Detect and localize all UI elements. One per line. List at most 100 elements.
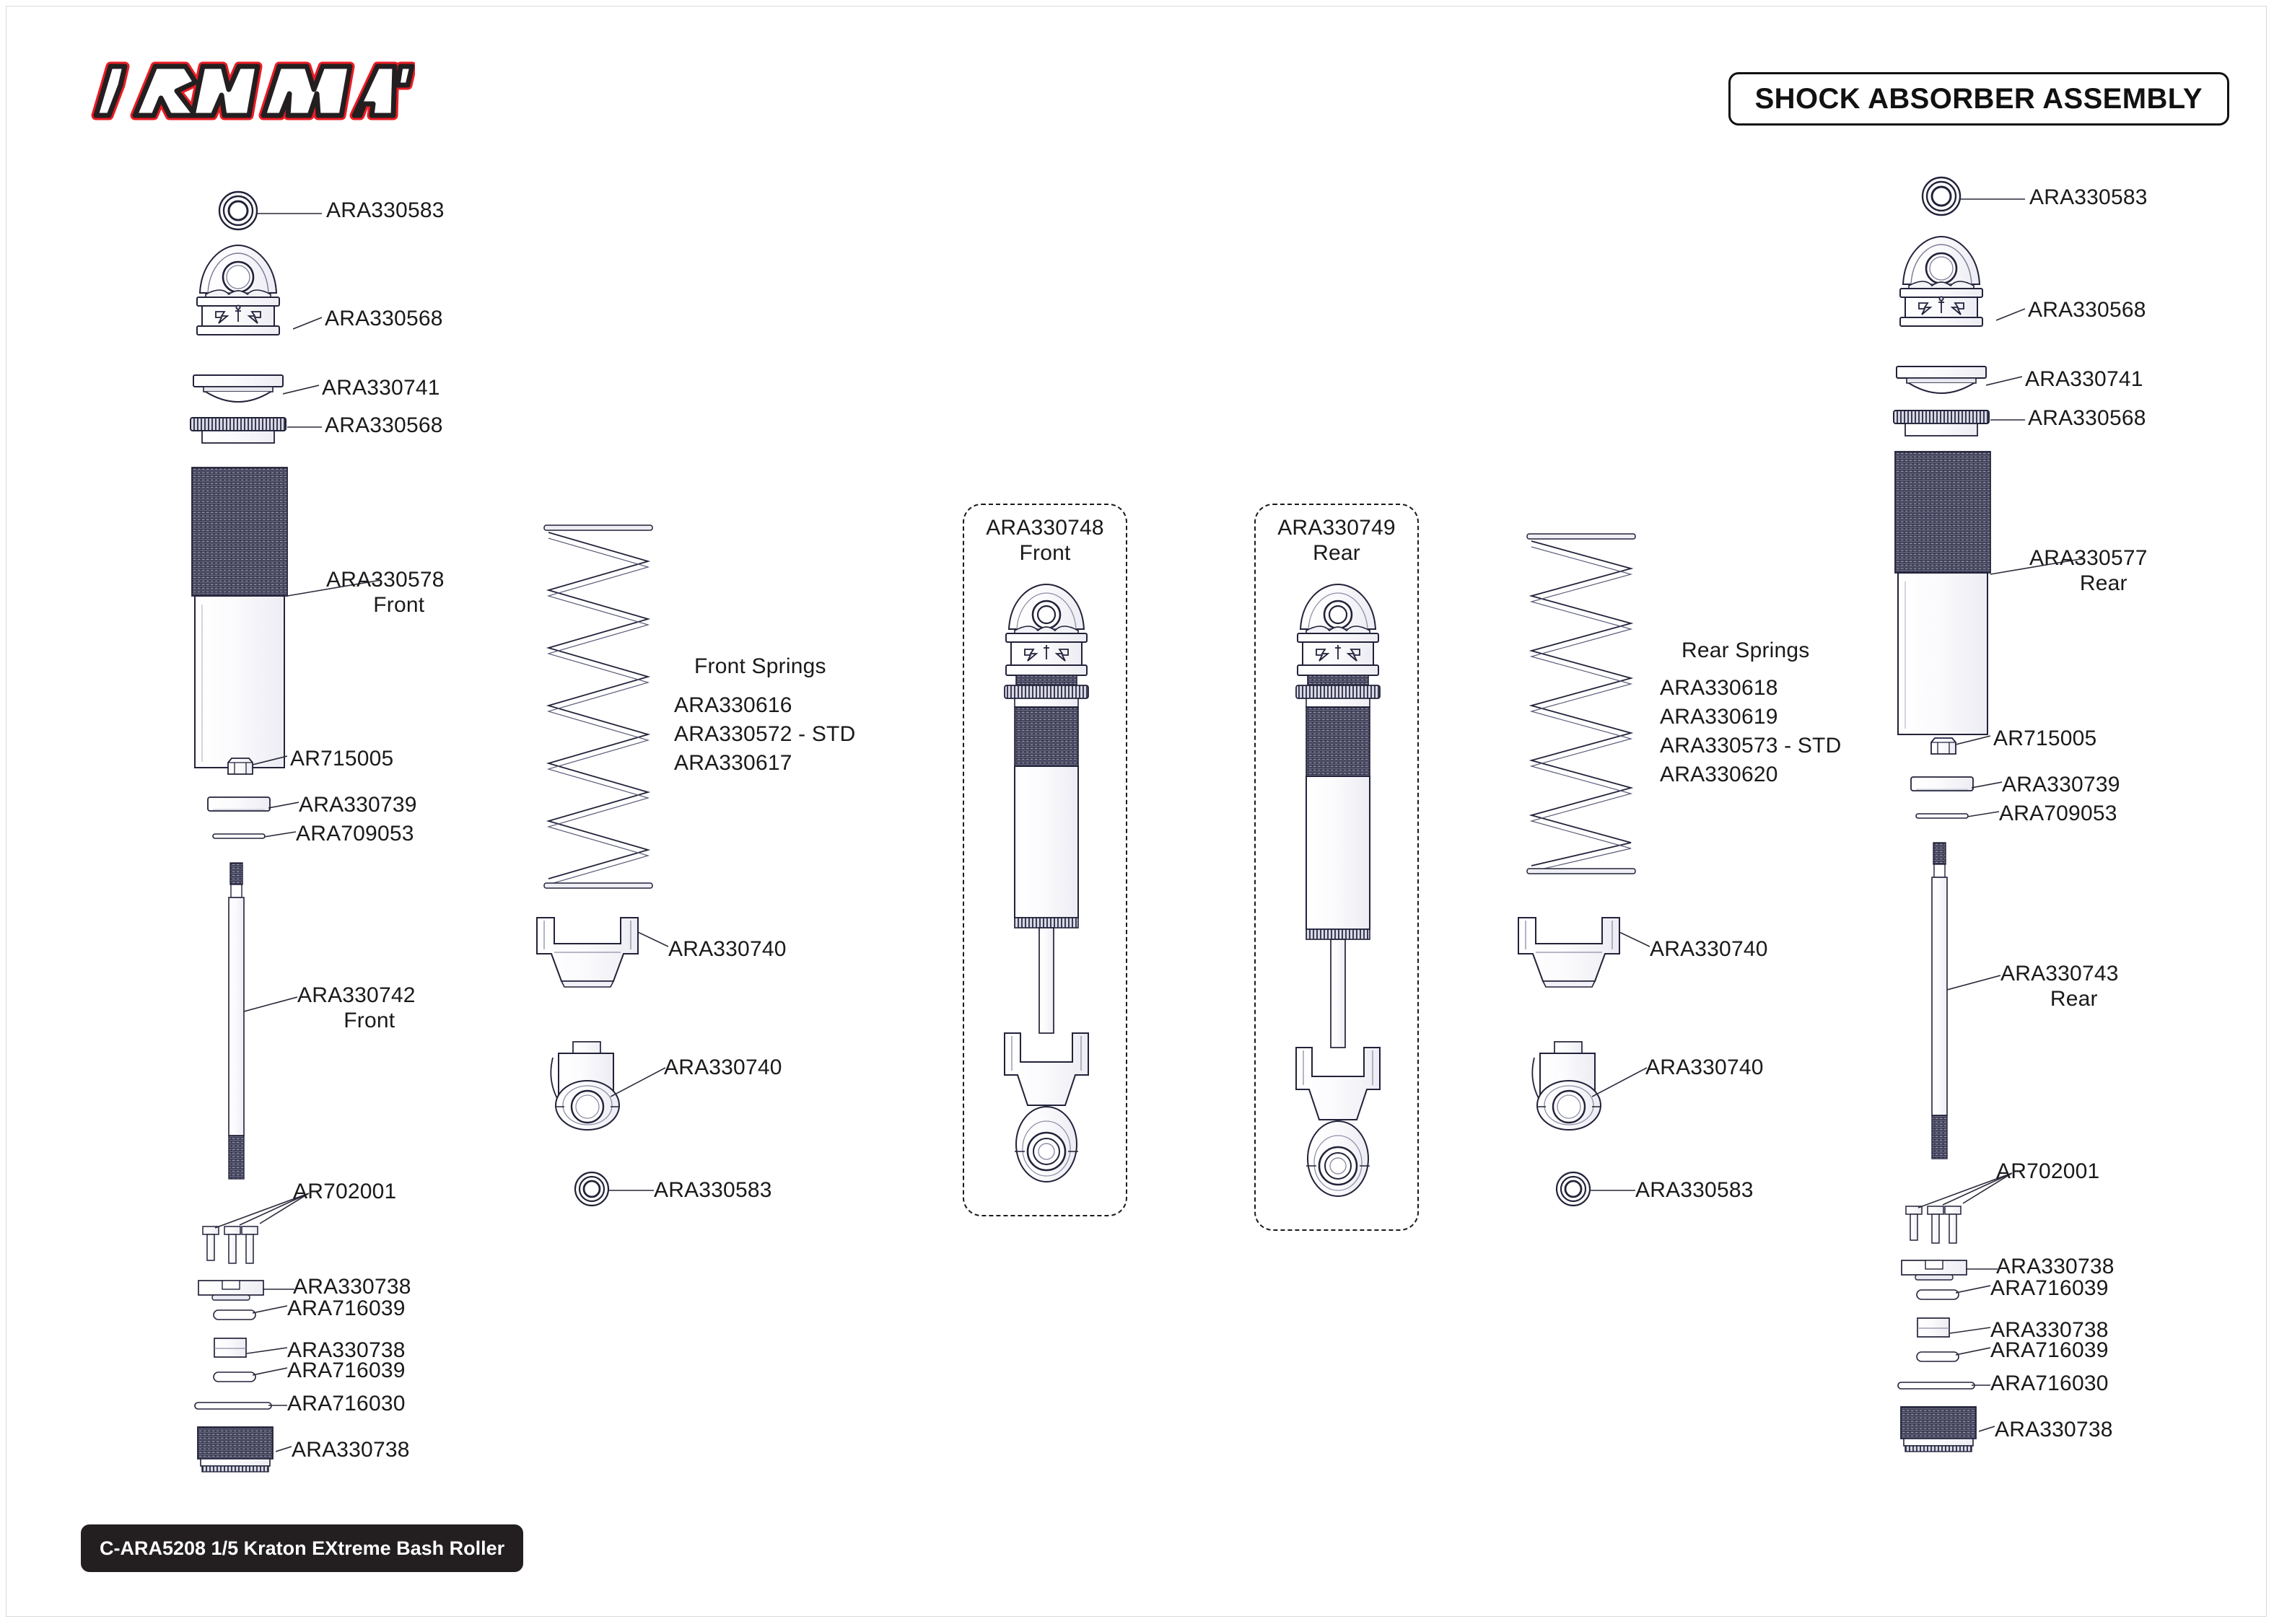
shock-body-threaded — [189, 467, 290, 771]
part-label-ara330741-rear: ARA330741 — [2025, 367, 2143, 391]
leader-line — [214, 1193, 309, 1229]
front-shock-assembly — [996, 577, 1097, 1202]
leader-line — [287, 579, 381, 597]
part-label-ara330739-front: ARA330739 — [299, 793, 417, 817]
shock-body-threaded — [1892, 451, 1993, 740]
part-label-ara716030-rear: ARA716030 — [1990, 1371, 2109, 1395]
page-title: SHOCK ABSORBER ASSEMBLY — [1728, 72, 2229, 126]
model-code-text: C-ARA5208 1/5 Kraton EXtreme Bash Roller — [100, 1537, 505, 1559]
ball-bearing — [1554, 1170, 1592, 1208]
part-label-ara716039-front-b: ARA716039 — [287, 1359, 406, 1382]
shock-cap-with-logo — [184, 237, 292, 338]
front-bearing-label: ARA330583 — [654, 1178, 772, 1202]
ball-bearing — [1920, 175, 1963, 218]
part-label-ara330738-front-sleeve: ARA330738 — [287, 1338, 406, 1362]
leader-line — [268, 802, 299, 809]
part-label-ara330741-front: ARA330741 — [322, 376, 440, 400]
leader-line — [638, 932, 668, 947]
part-label-ara716039-rear-b: ARA716039 — [1990, 1338, 2109, 1362]
leader-line — [253, 1305, 287, 1314]
part-label-ara716039-front-a: ARA716039 — [287, 1296, 406, 1320]
leader-line — [283, 385, 319, 395]
leader-line — [1990, 558, 2084, 575]
rear-assembly-box — [1254, 504, 1419, 1231]
leader-line — [1592, 1067, 1647, 1097]
spacer-ring — [206, 794, 272, 815]
leader-line — [263, 1289, 294, 1290]
leader-line — [276, 1446, 292, 1452]
diaphragm-bladder — [1893, 364, 1990, 400]
part-label-ar715005-rear: AR715005 — [1993, 727, 2097, 750]
part-label-ara330568-rear-nut: ARA330568 — [2028, 406, 2146, 430]
ball-bearing — [573, 1170, 611, 1208]
leader-line — [253, 1367, 287, 1376]
o-ring — [1915, 1349, 1960, 1364]
part-label-ara330568-front-nut: ARA330568 — [325, 413, 443, 437]
leader-line — [1986, 376, 2022, 386]
spacer-sleeve — [212, 1336, 255, 1359]
spring-cup — [1514, 912, 1624, 993]
rear-spring — [1523, 532, 1645, 876]
part-label-ar715005-front: AR715005 — [290, 747, 394, 771]
leader-line — [1966, 1268, 1998, 1270]
leader-line — [1589, 1190, 1635, 1191]
leader-line — [608, 1190, 654, 1191]
part-label-ar702001-rear: AR702001 — [1996, 1159, 2100, 1183]
part-label-ara330568-front-cap: ARA330568 — [325, 307, 443, 330]
part-label-ara330738-rear-piston: ARA330738 — [1996, 1255, 2115, 1278]
rear-springs-part-3: ARA330620 — [1660, 763, 1778, 786]
rear-springs-heading: Rear Springs — [1682, 638, 1810, 662]
page-title-text: SHOCK ABSORBER ASSEMBLY — [1754, 82, 2203, 115]
part-label-ar702001-front: AR702001 — [293, 1180, 397, 1203]
leader-line — [287, 426, 322, 428]
part-label-ara330583-rear-top: ARA330583 — [2029, 185, 2148, 209]
leader-line — [244, 996, 297, 1012]
part-label-ara709053-rear: ARA709053 — [1999, 802, 2117, 825]
part-label-ara330738-rear-sleeve: ARA330738 — [1990, 1318, 2109, 1342]
part-label-ara330738-front-piston: ARA330738 — [293, 1275, 411, 1299]
leader-line — [1619, 932, 1650, 947]
leader-line — [611, 1067, 665, 1097]
rear-springs-part-1: ARA330619 — [1660, 705, 1778, 729]
spring-cup — [533, 912, 642, 993]
leader-line — [268, 1405, 287, 1406]
thin-washer — [211, 831, 266, 841]
shock-shaft — [224, 862, 248, 1180]
part-label-ara716039-rear-a: ARA716039 — [1990, 1276, 2109, 1300]
leader-line — [264, 831, 296, 838]
leader-line — [1956, 1347, 1990, 1356]
leader-line — [247, 1347, 287, 1354]
large-o-ring — [193, 1400, 273, 1411]
leader-line — [1967, 811, 1999, 817]
leader-line — [1996, 308, 2025, 321]
rear-spring-cup-label: ARA330740 — [1650, 937, 1768, 961]
rear-shock-assembly — [1287, 577, 1389, 1219]
piston-head — [196, 1278, 266, 1303]
front-springs-part-2: ARA330617 — [674, 751, 792, 775]
leader-line — [257, 213, 322, 214]
ball-bearing — [217, 189, 260, 232]
front-spring — [540, 524, 662, 892]
leader-line — [1956, 1285, 1990, 1294]
model-code-banner: C-ARA5208 1/5 Kraton EXtreme Bash Roller — [81, 1524, 524, 1572]
hex-nut — [225, 756, 255, 778]
part-label-ara330738-front-cartridge: ARA330738 — [292, 1438, 410, 1462]
arrma-logo — [69, 56, 415, 125]
leader-line — [1990, 419, 2025, 421]
page-border — [6, 6, 2267, 1617]
diaphragm-bladder — [190, 372, 287, 408]
leader-line — [293, 317, 322, 330]
knurled-cap-nut — [1889, 408, 1993, 439]
part-label-ara330739-rear: ARA330739 — [2002, 773, 2120, 796]
thin-washer — [1915, 811, 1969, 821]
front-springs-part-0: ARA330616 — [674, 693, 792, 717]
leader-line — [1947, 975, 2000, 991]
spacer-ring — [1909, 773, 1975, 795]
front-assembly-box — [963, 504, 1127, 1216]
large-o-ring — [1897, 1379, 1976, 1391]
